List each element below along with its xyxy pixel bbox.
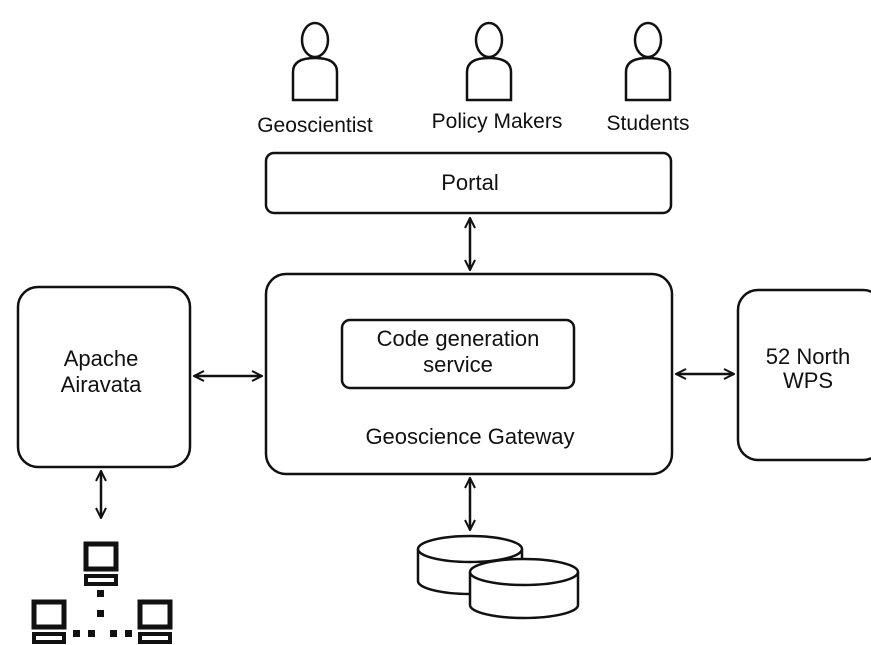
computer-network-icon (31, 541, 173, 644)
portal-box: Portal (264, 151, 673, 215)
user-icon (465, 21, 513, 102)
wps-label-line2: WPS (783, 368, 833, 393)
user-icon (291, 21, 339, 102)
wps-box: 52 North WPS (736, 288, 871, 462)
codegen-label-line2: service (423, 352, 493, 377)
airavata-label-line1: Apache (64, 346, 139, 371)
actor-students: Students (607, 21, 690, 135)
actor-policy-makers: Policy Makers (432, 21, 563, 133)
gateway-box: Code generation service Geoscience Gatew… (264, 272, 674, 476)
computer-icon (137, 599, 173, 644)
wps-label-line1: 52 North (766, 344, 850, 369)
computer-icon (83, 541, 119, 586)
gateway-label: Geoscience Gateway (365, 424, 574, 449)
network-dots (73, 590, 132, 637)
actor-label: Students (607, 112, 690, 135)
actor-label: Policy Makers (432, 110, 563, 133)
actor-geoscientist: Geoscientist (257, 21, 373, 137)
airavata-label-line2: Airavata (61, 372, 142, 397)
database-cylinder-front (468, 557, 580, 620)
computer-icon (31, 599, 67, 644)
airavata-box: Apache Airavata (16, 285, 192, 469)
codegen-service-box: Code generation service (340, 318, 576, 390)
database-icon (416, 534, 580, 620)
actor-label: Geoscientist (257, 114, 373, 137)
codegen-label-line1: Code generation (377, 326, 540, 351)
portal-label: Portal (441, 170, 498, 195)
user-icon (624, 21, 672, 102)
